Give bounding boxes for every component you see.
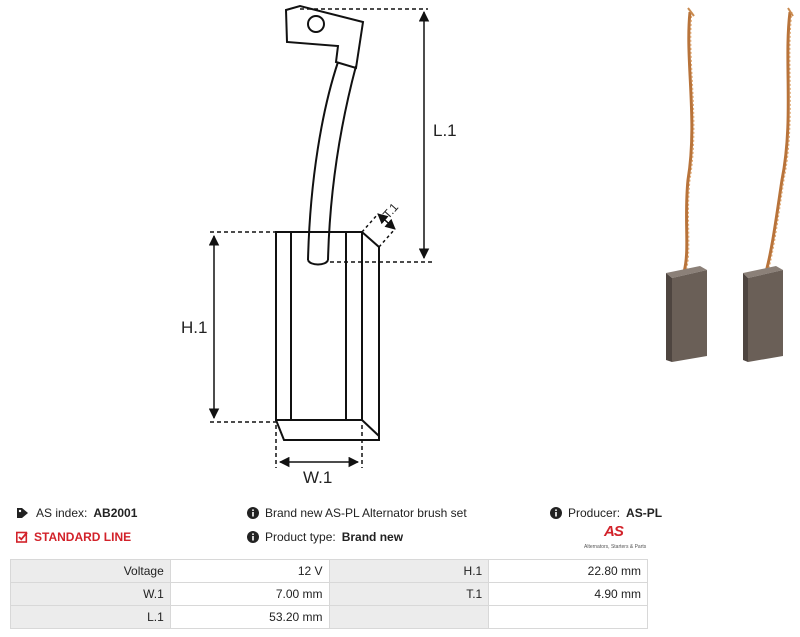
dimension-lines — [208, 8, 432, 468]
spec-value: 7.00 mm — [169, 582, 330, 606]
logo-tagline: Alternators, Starters & Parts — [584, 544, 647, 550]
spec-key: H.1 — [328, 559, 490, 583]
spec-value: 12 V — [169, 559, 330, 583]
info-icon — [550, 507, 562, 519]
product-info: AS index: AB2001 Brand new AS-PL Alterna… — [0, 500, 800, 560]
product-photo — [666, 7, 794, 362]
as-logo: AS Alternators, Starters & Parts — [584, 523, 654, 553]
tag-icon — [17, 508, 28, 518]
label-width: W.1 — [303, 468, 332, 487]
logo-mark: AS — [604, 523, 624, 540]
as-index-value: AB2001 — [93, 506, 138, 520]
product-type: Product type: Brand new — [247, 530, 403, 544]
spec-key — [328, 605, 490, 629]
product-drawing: L.1 H.1 W.1 T.1 — [181, 4, 794, 487]
as-index-label: AS index: — [36, 506, 88, 520]
spec-value: 4.90 mm — [488, 582, 648, 606]
table-row: Voltage 12 V H.1 22.80 mm — [10, 559, 648, 583]
spec-key: T.1 — [328, 582, 490, 606]
table-row: W.1 7.00 mm T.1 4.90 mm — [10, 582, 648, 606]
spec-key: W.1 — [10, 582, 171, 606]
spec-value — [488, 605, 648, 629]
spec-value: 53.20 mm — [169, 605, 330, 629]
shunt-wire — [284, 4, 365, 266]
producer-value: AS-PL — [626, 506, 663, 520]
producer-label: Producer: — [568, 506, 621, 520]
brush-outline — [275, 231, 380, 441]
description: Brand new AS-PL Alternator brush set — [247, 506, 467, 520]
as-index: AS index: AB2001 — [16, 506, 137, 520]
brush-photo-right — [743, 7, 794, 362]
label-height: H.1 — [181, 318, 207, 337]
spec-key: L.1 — [10, 605, 171, 629]
table-row: L.1 53.20 mm — [10, 605, 648, 629]
checkbox-icon — [16, 531, 28, 543]
spec-table: Voltage 12 V H.1 22.80 mm W.1 7.00 mm T.… — [10, 559, 648, 629]
producer: Producer: AS-PL — [550, 506, 662, 520]
product-type-label: Product type: — [265, 530, 336, 544]
spec-value: 22.80 mm — [488, 559, 648, 583]
description-text: Brand new AS-PL Alternator brush set — [265, 506, 467, 520]
label-length: L.1 — [433, 121, 457, 140]
info-icon — [247, 507, 259, 519]
spec-key: Voltage — [10, 559, 171, 583]
standard-line-label: STANDARD LINE — [34, 530, 132, 544]
product-type-value: Brand new — [341, 530, 404, 544]
standard-line: STANDARD LINE — [16, 530, 131, 544]
info-icon — [247, 531, 259, 543]
brush-photo-left — [666, 7, 707, 362]
